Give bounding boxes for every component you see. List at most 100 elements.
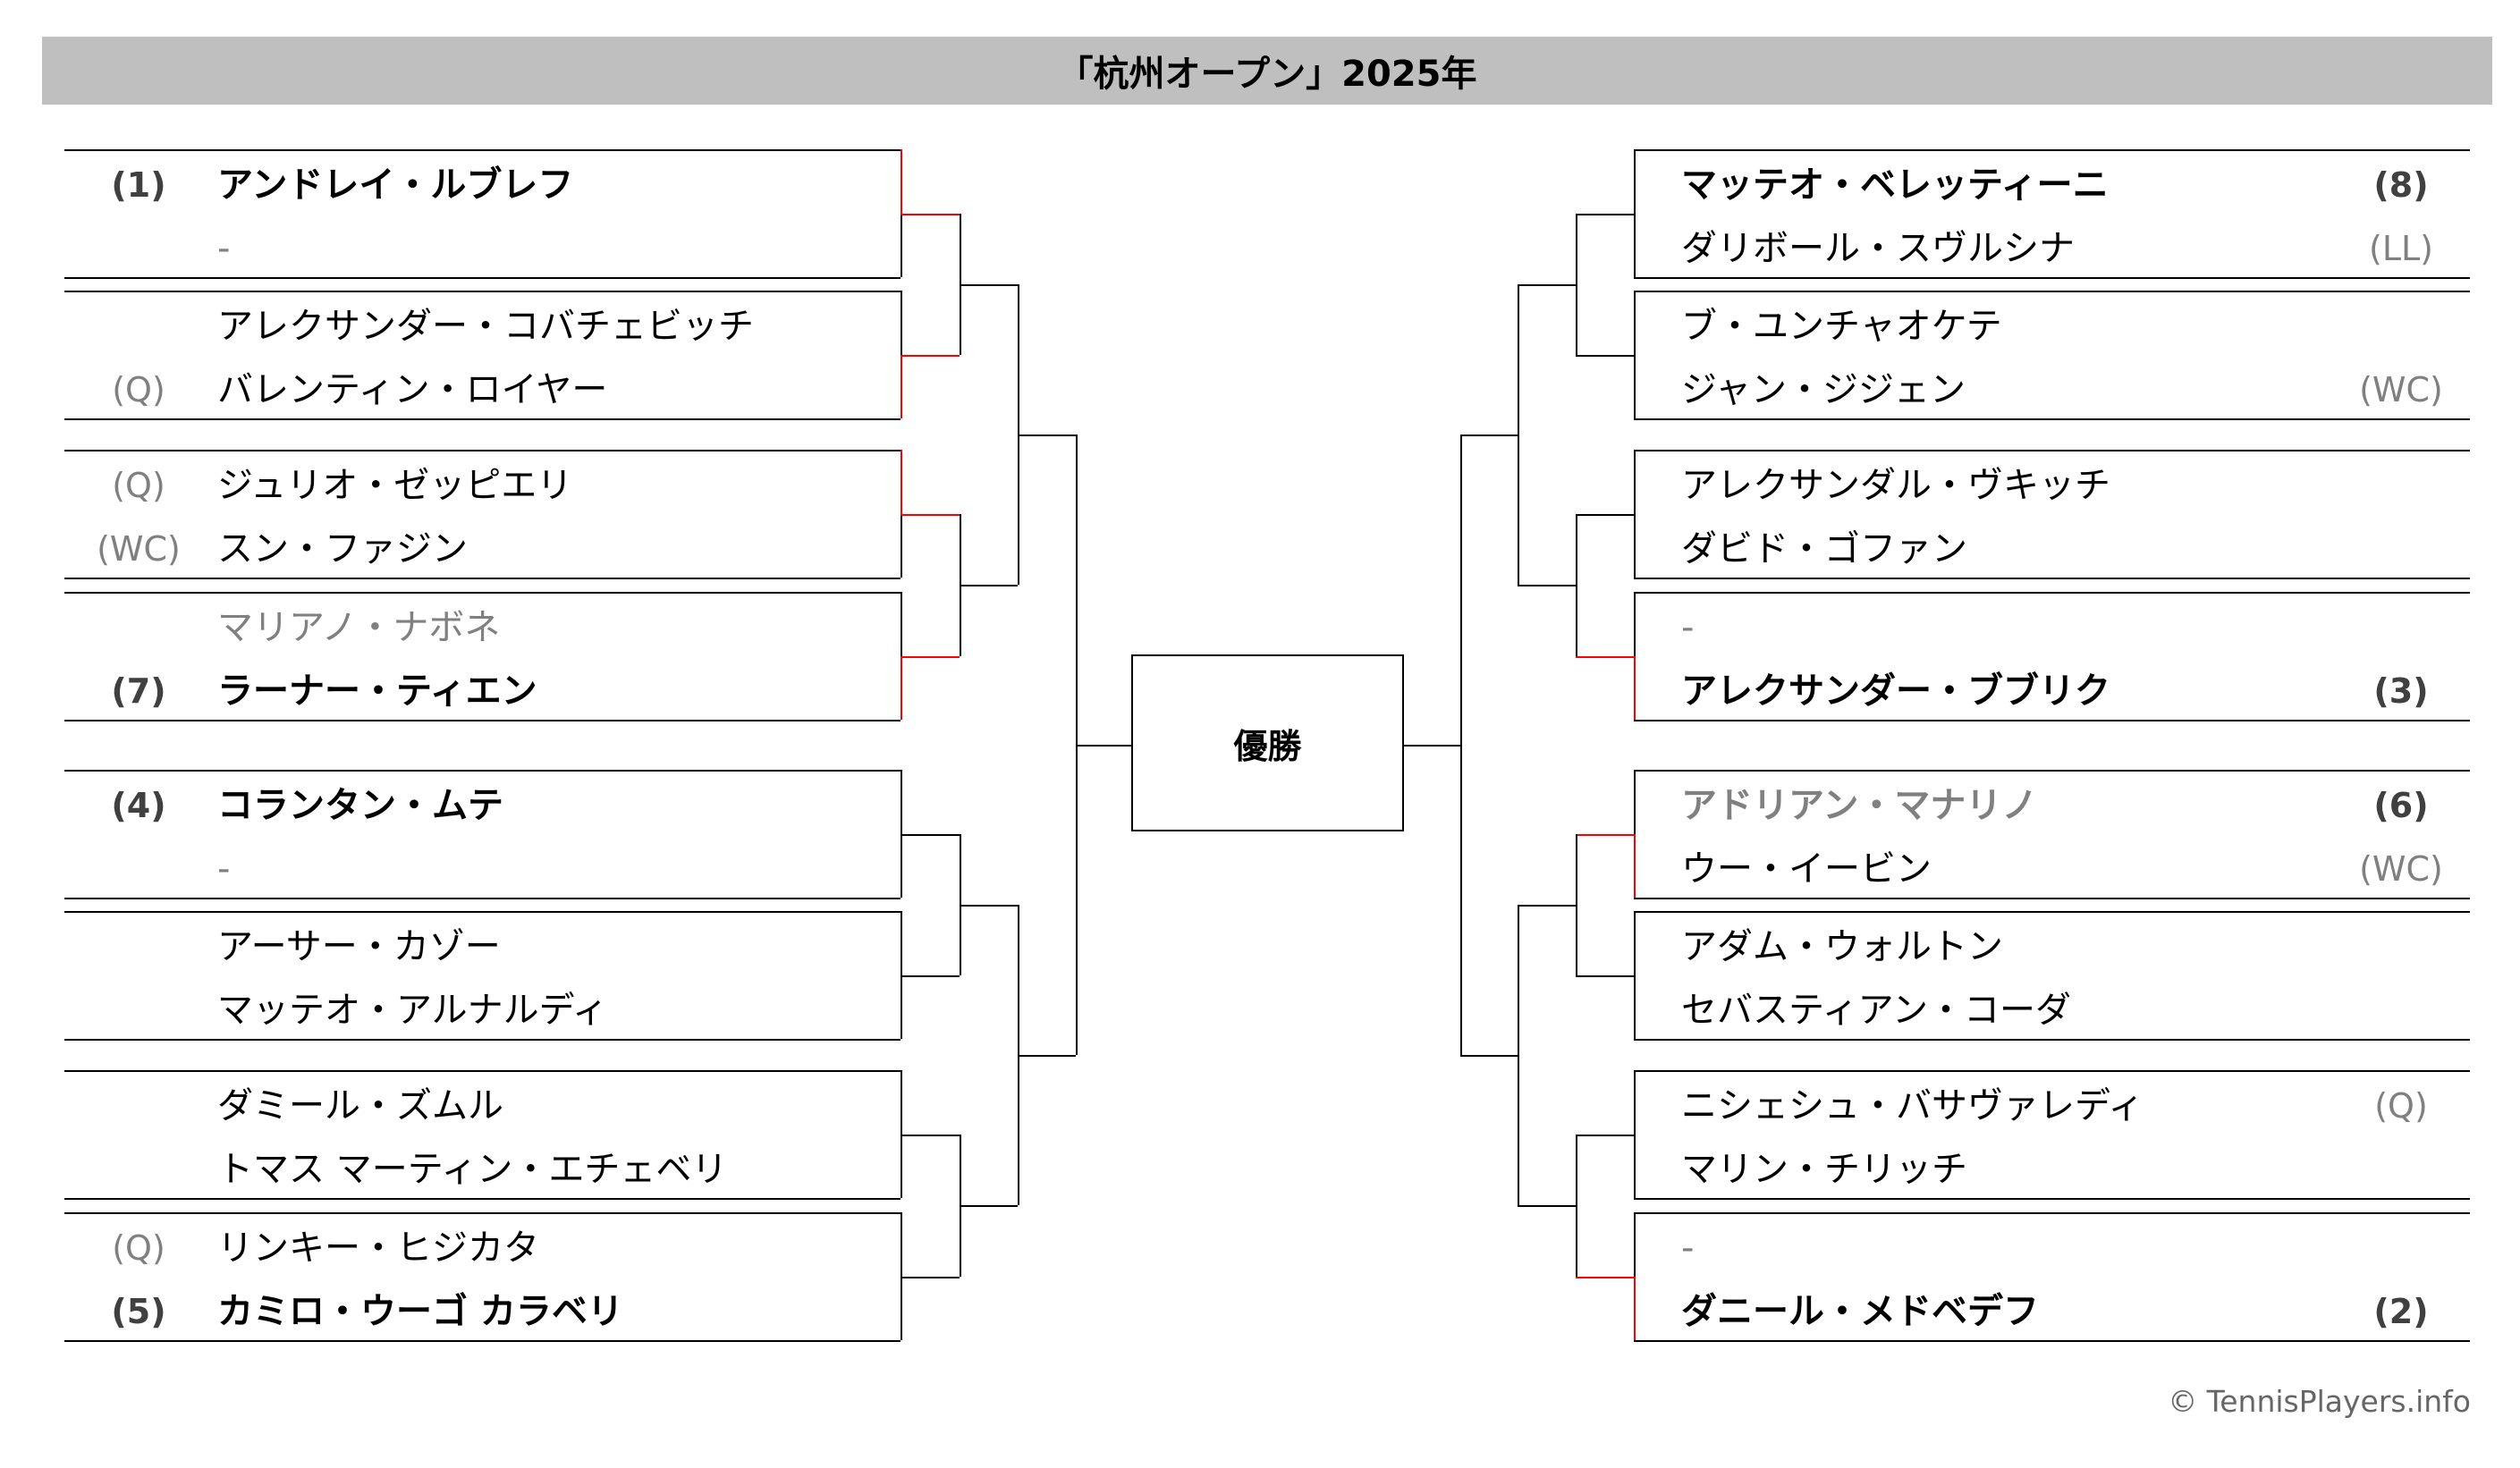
right-connector xyxy=(1576,213,1577,355)
left-connector xyxy=(901,354,960,357)
player-name: - xyxy=(217,228,231,269)
seed-label xyxy=(2343,1148,2459,1191)
left-box-edge-lower xyxy=(901,833,902,898)
right-connector xyxy=(1576,655,1634,658)
right-connector xyxy=(1460,434,1518,436)
left-connector xyxy=(1018,1054,1076,1057)
seed-label: (Q) xyxy=(112,370,165,409)
right-connector xyxy=(1518,904,1519,1205)
left-box-top-rule xyxy=(64,149,901,151)
player-name: マリン・チリッチ xyxy=(1681,1149,1967,1190)
right-box-bottom-rule xyxy=(1634,277,2470,279)
seed-label xyxy=(2343,305,2459,348)
player-name: マリアノ・ナボネ xyxy=(217,607,501,648)
seed-label xyxy=(80,227,197,270)
left-connector xyxy=(901,213,960,215)
left-connector xyxy=(901,833,960,836)
left-box-bottom-rule xyxy=(64,578,901,579)
seed-label: (2) xyxy=(2373,1292,2429,1331)
player-name: ジャン・ジジェン xyxy=(1681,369,1966,410)
seed-label xyxy=(2343,606,2459,649)
right-connector xyxy=(1460,1054,1518,1057)
right-connector xyxy=(1576,974,1634,977)
player-name: マッテオ・ベレッティーニ xyxy=(1681,165,2109,206)
left-box-bottom-rule xyxy=(64,1340,901,1342)
seed-label xyxy=(80,925,197,968)
right-connector xyxy=(1518,904,1576,907)
right-box-edge-lower xyxy=(1634,833,1636,898)
seed-label xyxy=(80,305,197,348)
right-box-top-rule xyxy=(1634,592,2470,594)
left-connector xyxy=(901,655,960,658)
left-box-top-rule xyxy=(64,1212,901,1214)
copyright: © TennisPlayers.info xyxy=(2168,1384,2471,1419)
right-box-bottom-rule xyxy=(1634,720,2470,721)
player-name: アドリアン・マナリノ xyxy=(1681,785,2038,826)
right-box-edge-upper xyxy=(1634,1070,1636,1135)
seed-label: (WC) xyxy=(2359,849,2443,889)
left-connector xyxy=(960,283,1018,286)
left-box-edge-lower xyxy=(901,1134,902,1198)
right-box-edge-upper xyxy=(1634,291,1636,355)
seed-label: (1) xyxy=(111,165,166,205)
player-name: アダム・ウォルトン xyxy=(1681,926,2003,967)
right-box-bottom-rule xyxy=(1634,418,2470,420)
right-connector xyxy=(1576,513,1634,516)
left-box-edge-upper xyxy=(901,911,902,975)
left-box-bottom-rule xyxy=(64,277,901,279)
player-name: アンドレイ・ルブレフ xyxy=(217,165,574,206)
right-connector xyxy=(1576,513,1577,656)
left-box-edge-upper xyxy=(901,592,902,656)
left-box-edge-upper xyxy=(901,291,902,355)
right-box-edge-lower xyxy=(1634,1134,1636,1198)
left-connector xyxy=(1076,744,1131,747)
right-box-edge-lower xyxy=(1634,655,1636,720)
player-name: コランタン・ムテ xyxy=(217,785,503,826)
right-connector xyxy=(1576,1134,1577,1277)
left-box-bottom-rule xyxy=(64,418,901,420)
seed-label: (4) xyxy=(111,786,166,825)
left-box-bottom-rule xyxy=(64,720,901,721)
right-box-bottom-rule xyxy=(1634,1039,2470,1041)
seed-label xyxy=(2343,1227,2459,1270)
player-name: トマス マーティン・エチェベリ xyxy=(217,1149,728,1190)
right-box-edge-upper xyxy=(1634,149,1636,214)
right-connector xyxy=(1576,354,1634,357)
player-name: マッテオ・アルナルディ xyxy=(217,990,608,1031)
player-name: アレクサンダル・ヴキッチ xyxy=(1681,465,2110,506)
right-box-edge-lower xyxy=(1634,213,1636,277)
left-connector xyxy=(901,1134,960,1136)
left-connector xyxy=(960,585,1018,586)
seed-label: (7) xyxy=(111,671,166,711)
left-connector xyxy=(960,1205,1018,1207)
player-name: ブ・ユンチャオケテ xyxy=(1681,306,2002,347)
seed-label xyxy=(2343,464,2459,507)
right-box-edge-lower xyxy=(1634,354,1636,418)
player-name: スン・ファジン xyxy=(217,528,468,569)
right-connector xyxy=(1576,1276,1634,1278)
player-name: ウー・イービン xyxy=(1681,848,1932,890)
seed-label: (5) xyxy=(111,1292,166,1331)
right-box-edge-lower xyxy=(1634,974,1636,1039)
left-box-top-rule xyxy=(64,592,901,594)
left-box-bottom-rule xyxy=(64,1198,901,1200)
right-box-bottom-rule xyxy=(1634,1340,2470,1342)
seed-label: (Q) xyxy=(112,1228,165,1268)
left-box-top-rule xyxy=(64,291,901,292)
left-box-edge-upper xyxy=(901,450,902,514)
right-box-edge-upper xyxy=(1634,450,1636,514)
right-box-top-rule xyxy=(1634,770,2470,772)
left-connector xyxy=(901,513,960,516)
left-box-edge-lower xyxy=(901,1276,902,1340)
left-box-edge-upper xyxy=(901,770,902,834)
seed-label xyxy=(2343,925,2459,968)
left-box-top-rule xyxy=(64,1070,901,1072)
seed-label: (LL) xyxy=(2369,229,2433,268)
right-connector xyxy=(1576,1134,1634,1136)
seed-label: (3) xyxy=(2373,671,2429,711)
right-box-top-rule xyxy=(1634,149,2470,151)
right-box-edge-upper xyxy=(1634,592,1636,656)
right-box-edge-upper xyxy=(1634,770,1636,834)
right-connector xyxy=(1518,1205,1576,1207)
right-connector xyxy=(1518,283,1519,585)
